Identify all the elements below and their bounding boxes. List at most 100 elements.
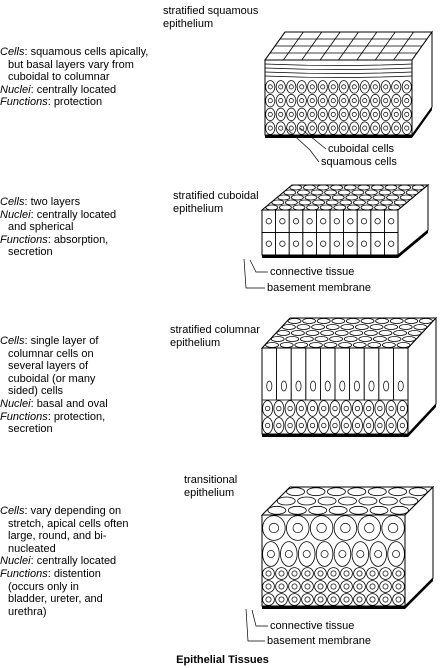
cell-apex bbox=[402, 336, 417, 342]
cell bbox=[328, 93, 339, 108]
nucleus bbox=[369, 570, 376, 577]
cell bbox=[329, 400, 341, 417]
nucleus bbox=[404, 84, 410, 90]
cell-apex bbox=[267, 505, 287, 515]
leader-cuboidal-cells bbox=[299, 127, 327, 150]
desc-line: sided) cells bbox=[8, 385, 64, 398]
cell-apex bbox=[297, 496, 317, 506]
cell-apex bbox=[276, 330, 291, 336]
nucleus bbox=[369, 583, 376, 590]
cell bbox=[391, 121, 402, 135]
nucleus bbox=[320, 125, 326, 131]
cell bbox=[366, 567, 379, 580]
cell bbox=[349, 121, 360, 135]
cell-apex bbox=[308, 342, 323, 348]
cell bbox=[295, 400, 307, 417]
nucleus bbox=[366, 422, 372, 429]
nucleus bbox=[347, 240, 354, 247]
desc-line: bladder, ureter, and bbox=[8, 593, 103, 606]
nucleus bbox=[265, 218, 272, 225]
desc-line: several layers of bbox=[8, 360, 89, 373]
cell-apex bbox=[378, 189, 392, 196]
nucleus bbox=[383, 380, 390, 392]
nucleus bbox=[364, 522, 375, 534]
cell bbox=[317, 93, 328, 108]
nucleus bbox=[265, 240, 272, 247]
nucleus bbox=[374, 240, 381, 247]
cell bbox=[301, 567, 314, 580]
desc-line: Nuclei: centrally located bbox=[0, 83, 117, 96]
desc-line: Functions: distention bbox=[0, 567, 101, 580]
nucleus bbox=[332, 405, 338, 412]
cell bbox=[318, 417, 330, 434]
cell-apex bbox=[408, 487, 428, 497]
cell-apex bbox=[369, 505, 389, 515]
cell-apex bbox=[367, 487, 387, 497]
nucleus bbox=[330, 125, 336, 131]
nucleus bbox=[292, 240, 300, 247]
nucleus bbox=[343, 596, 350, 603]
cell bbox=[262, 400, 274, 417]
desc-line: Nuclei: centrally located bbox=[0, 555, 117, 568]
cell-apex bbox=[387, 336, 402, 342]
nucleus bbox=[393, 111, 399, 117]
nucleus bbox=[383, 84, 389, 90]
nucleus bbox=[306, 240, 313, 247]
nucleus bbox=[343, 570, 350, 577]
cell bbox=[328, 80, 339, 94]
nucleus bbox=[265, 596, 272, 603]
cell bbox=[333, 515, 358, 541]
title-line: epithelium bbox=[173, 202, 224, 215]
desc-line: secretion bbox=[8, 246, 53, 259]
cell bbox=[265, 93, 276, 108]
cell bbox=[288, 593, 301, 606]
nucleus bbox=[399, 422, 405, 429]
top-surface bbox=[260, 317, 438, 349]
nucleus bbox=[287, 405, 293, 412]
nucleus bbox=[267, 550, 275, 558]
nucleus bbox=[387, 522, 399, 534]
cell bbox=[307, 93, 318, 108]
title-line: stratified squamous bbox=[163, 5, 259, 17]
nucleus bbox=[266, 380, 273, 392]
description-stratified-columnar: Cells: single layer of columnar cells on… bbox=[0, 335, 170, 436]
nucleus bbox=[278, 570, 285, 577]
nucleus bbox=[383, 111, 389, 117]
nucleus bbox=[309, 422, 316, 429]
cell bbox=[380, 93, 391, 108]
nucleus bbox=[372, 125, 378, 131]
cell-apex bbox=[314, 336, 329, 342]
desc-line: urethra) bbox=[8, 605, 47, 618]
squamous-layer bbox=[264, 63, 413, 66]
cell bbox=[296, 121, 307, 135]
cell bbox=[328, 107, 339, 122]
nucleus bbox=[382, 570, 389, 577]
cell-apex bbox=[290, 330, 305, 336]
cell-apex bbox=[285, 336, 300, 342]
cell bbox=[286, 107, 297, 122]
cell-apex bbox=[308, 505, 328, 515]
nucleus bbox=[333, 240, 340, 247]
nucleus bbox=[302, 550, 311, 558]
nucleus bbox=[333, 218, 340, 225]
nucleus bbox=[356, 583, 363, 590]
cell bbox=[363, 417, 375, 434]
nucleus bbox=[382, 596, 389, 603]
nucleus bbox=[309, 125, 315, 131]
cell bbox=[340, 400, 352, 417]
cell bbox=[353, 580, 366, 593]
cell bbox=[333, 541, 352, 567]
cell-apex bbox=[358, 496, 378, 506]
cell bbox=[275, 121, 286, 135]
nucleus bbox=[383, 125, 389, 131]
nucleus bbox=[324, 380, 331, 392]
leader-basement-membrane bbox=[245, 608, 265, 642]
nucleus bbox=[356, 596, 363, 603]
nucleus bbox=[351, 111, 357, 117]
nucleus bbox=[341, 98, 347, 104]
label-basement-membrane: basement membrane bbox=[267, 282, 371, 294]
nucleus bbox=[309, 111, 315, 117]
cell bbox=[307, 80, 318, 94]
cell-apex bbox=[343, 184, 357, 191]
nucleus bbox=[278, 98, 284, 104]
